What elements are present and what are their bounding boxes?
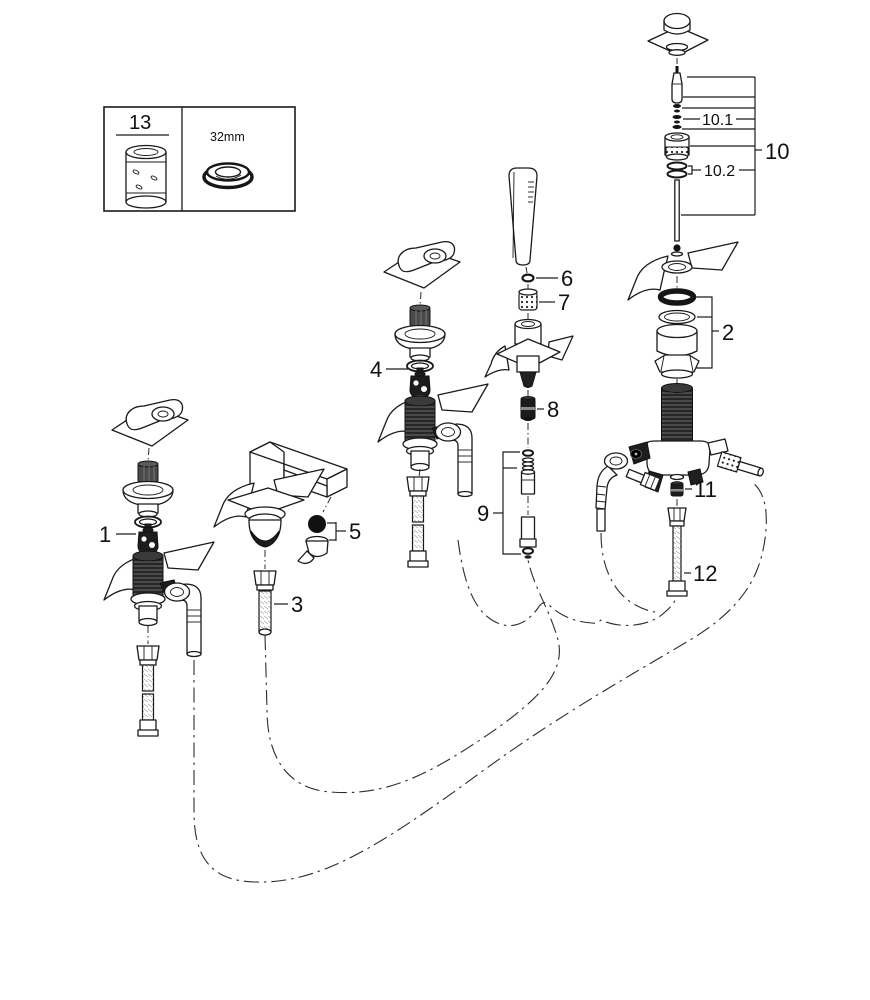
callouts: 1 2 3 4 5 6 7 8 9 10.1 10.2 10: [99, 76, 789, 617]
angled-connector-lower: [625, 468, 661, 492]
lever-handle-right: [383, 240, 461, 289]
hose-adapter-group-9: [519, 449, 537, 559]
spout-assembly: [213, 441, 348, 636]
routing-line-left: [193, 481, 767, 883]
connection-hose-3: [258, 590, 272, 632]
angled-connector-right: [716, 451, 764, 477]
connection-hose-3-nut: [253, 570, 277, 591]
handshower: [508, 167, 538, 266]
cartridge-part-4: [409, 367, 431, 401]
callout-1-label: 1: [99, 522, 111, 547]
callout-10-1-label: 10.1: [702, 112, 733, 129]
legend-tool-size: 32mm: [210, 130, 245, 144]
callout-12-label: 12: [693, 561, 717, 586]
diverter-rod-group-10: [664, 66, 690, 257]
callout-4-label: 4: [370, 357, 382, 382]
handle-adapter-right: [409, 304, 431, 327]
right-handle-valve-assembly: [377, 240, 489, 567]
diverter-assembly: [595, 12, 764, 597]
elbow-fitting-right: [434, 422, 473, 498]
escutcheon-cap-right: [394, 324, 446, 362]
handle-adapter-left: [137, 460, 159, 483]
routing-line-middle: [264, 559, 560, 794]
callout-9-label: 9: [477, 501, 489, 526]
lever-handle-left: [111, 398, 189, 447]
left-handle-valve-assembly: [103, 398, 215, 736]
handshower-assembly: [484, 167, 574, 559]
supply-hose-right: [407, 477, 429, 567]
diverter-valve-body: [628, 383, 729, 493]
routing-line-elbow: [600, 532, 656, 613]
legend-tool-number: 13: [129, 112, 151, 134]
callout-2-bracket: [696, 296, 719, 369]
callout-9-bracket: [502, 451, 521, 555]
callout-5-bracket: [327, 522, 346, 541]
callout-11-label: 11: [694, 477, 717, 502]
elbow-fitting-left: [163, 582, 202, 658]
callout-7-label: 7: [558, 290, 570, 315]
supply-hose-part-12: [666, 507, 688, 597]
supply-hose-left: [137, 646, 159, 736]
escutcheon-stack-group-2: [654, 288, 700, 379]
callout-8-label: 8: [547, 397, 559, 422]
legend-box: 13 32mm: [103, 106, 296, 212]
mousseur-part-5: [297, 515, 329, 565]
ring-nut-drawing: [202, 162, 254, 190]
callout-10-2-label: 10.2: [704, 163, 735, 180]
o-ring-part-6: [521, 273, 535, 283]
callout-2-label: 2: [722, 320, 734, 345]
callout-5-label: 5: [349, 519, 361, 544]
callout-6-label: 6: [561, 266, 573, 291]
escutcheon-cap-left: [122, 480, 174, 518]
callout-10-bracket: [681, 76, 762, 216]
socket-tool-drawing: [125, 144, 167, 209]
check-valve-part-8: [520, 396, 536, 421]
routing-line-upper: [457, 539, 676, 627]
diverter-knob: [647, 12, 709, 56]
elbow-outlet-diverter: [595, 452, 629, 532]
spout-shank-bottom: [250, 530, 280, 548]
callout-3-label: 3: [291, 592, 303, 617]
filter-part-7: [518, 288, 538, 311]
handshower-holder: [484, 318, 574, 388]
hose-routing-lines: [193, 481, 767, 883]
check-valve-part-11: [670, 481, 684, 497]
callout-10-label: 10: [765, 139, 789, 164]
